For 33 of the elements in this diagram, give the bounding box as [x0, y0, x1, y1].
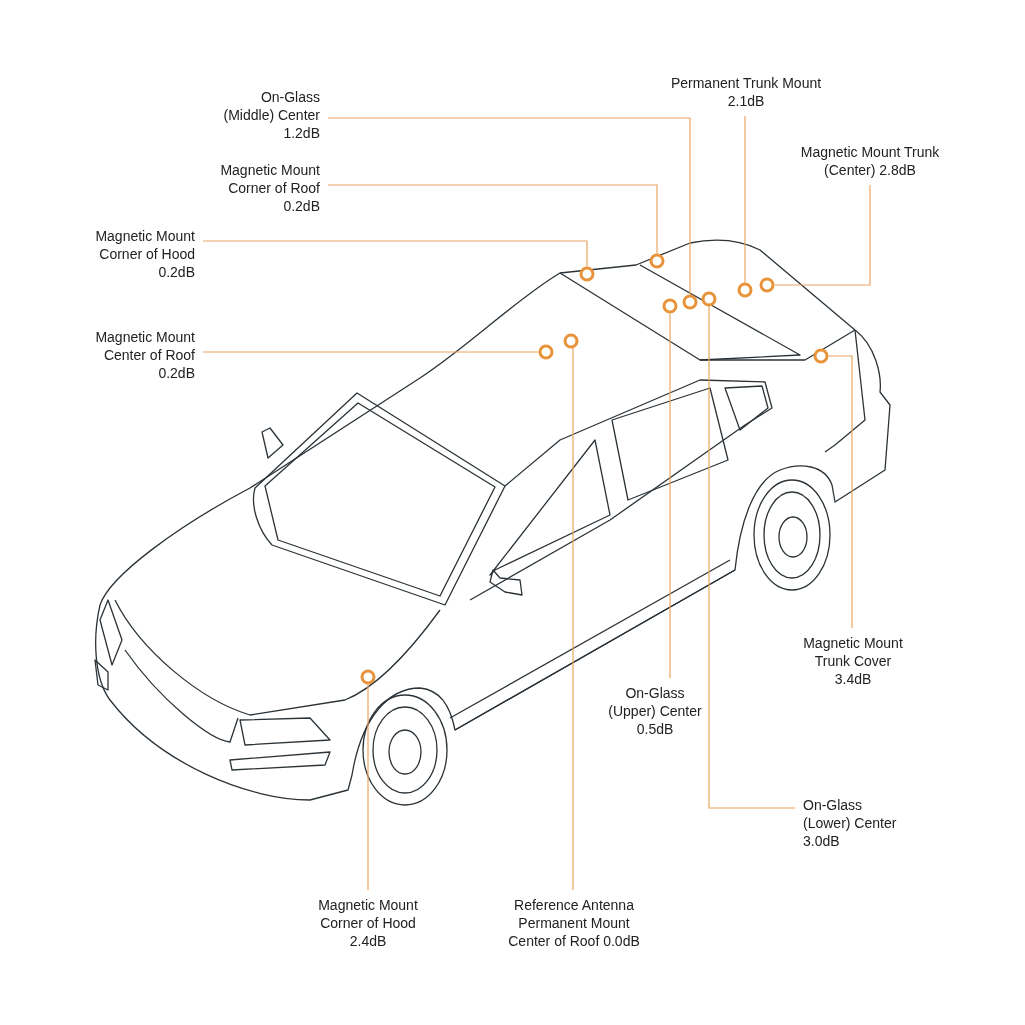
antenna-marker — [682, 294, 698, 310]
callout-label: Magnetic Mount Trunk (Center) 2.8dB — [785, 143, 955, 179]
antenna-marker — [579, 266, 595, 282]
callout-label: Reference Antenna Permanent Mount Center of Roof 0.0dB — [506, 896, 642, 950]
antenna-marker — [737, 282, 753, 298]
leader-line — [572, 340, 580, 891]
leader-line — [327, 117, 691, 296]
antenna-marker — [701, 291, 717, 307]
callout-label: On-Glass (Upper) Center 0.5dB — [605, 684, 705, 738]
leader-line — [367, 683, 369, 891]
antenna-marker — [662, 298, 678, 314]
antenna-marker — [813, 348, 829, 364]
antenna-marker — [538, 344, 554, 360]
callout-label: Magnetic Mount Corner of Hood 2.4dB — [308, 896, 428, 950]
antenna-marker — [649, 253, 665, 269]
callout-label: Magnetic Mount Trunk Cover 3.4dB — [795, 634, 911, 688]
callout-label: Magnetic Mount Center of Roof 0.2dB — [75, 328, 195, 382]
callout-label: Magnetic Mount Corner of Hood 0.2dB — [75, 227, 195, 281]
leader-line — [744, 115, 746, 284]
leader-line — [202, 240, 588, 268]
antenna-marker — [759, 277, 775, 293]
antenna-marker — [563, 333, 579, 349]
callout-label: Permanent Trunk Mount 2.1dB — [651, 74, 841, 110]
leader-line — [827, 355, 853, 629]
leader-line — [202, 351, 540, 353]
antenna-marker — [360, 669, 376, 685]
leader-line — [708, 305, 796, 809]
leader-line — [669, 312, 671, 679]
callout-label: On-Glass (Middle) Center 1.2dB — [220, 88, 320, 142]
callout-label: On-Glass (Lower) Center 3.0dB — [803, 796, 903, 850]
callout-label: Magnetic Mount Corner of Roof 0.2dB — [200, 161, 320, 215]
leader-line — [327, 184, 658, 255]
leader-line — [773, 184, 871, 286]
